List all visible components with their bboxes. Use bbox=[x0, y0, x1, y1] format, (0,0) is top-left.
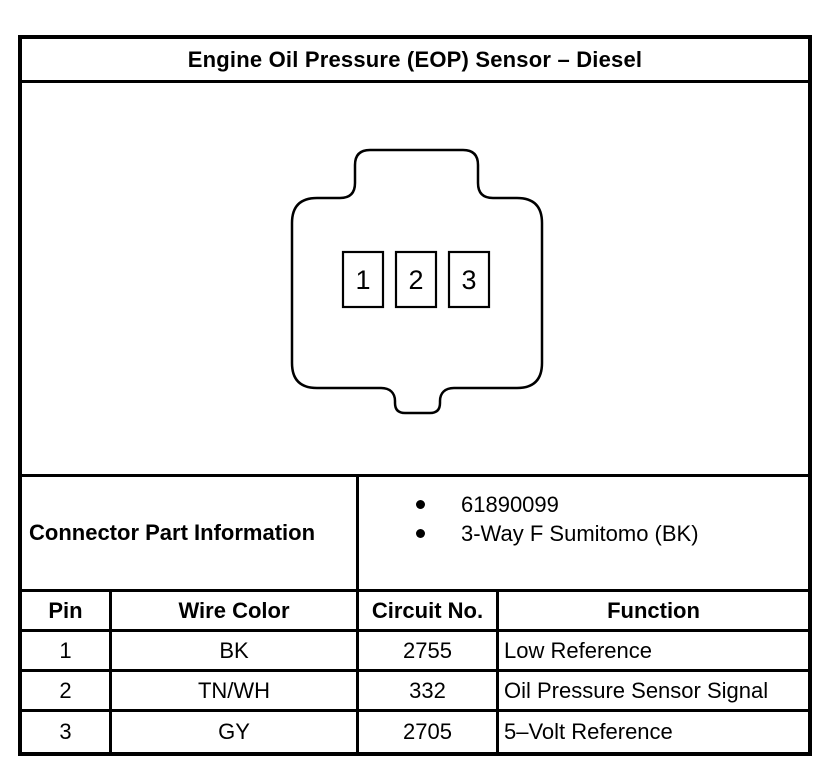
connector-type: 3-Way F Sumitomo (BK) bbox=[461, 520, 699, 546]
connector-face-diagram: 1 2 3 bbox=[22, 83, 808, 477]
bullet-icon bbox=[416, 500, 425, 509]
part-info-list: 61890099 3-Way F Sumitomo (BK) bbox=[359, 477, 808, 589]
connector-outline-svg: 1 2 3 bbox=[290, 148, 544, 415]
col-header-wire-color: Wire Color bbox=[112, 592, 359, 632]
pin-cavity-3 bbox=[447, 250, 491, 309]
function-cell: Low Reference bbox=[499, 632, 808, 672]
pin-number-2: 2 bbox=[408, 265, 423, 295]
col-header-circuit-no: Circuit No. bbox=[359, 592, 499, 632]
function-cell: Oil Pressure Sensor Signal bbox=[499, 672, 808, 712]
circuit-no-cell: 2755 bbox=[359, 632, 499, 672]
part-info-label: Connector Part Information bbox=[22, 477, 359, 589]
wire-color-cell: TN/WH bbox=[112, 672, 359, 712]
wire-color-cell: BK bbox=[112, 632, 359, 672]
part-info-item: 3-Way F Sumitomo (BK) bbox=[359, 519, 808, 548]
bullet-icon bbox=[416, 529, 425, 538]
wire-color-cell: GY bbox=[112, 712, 359, 752]
circuit-no-cell: 2705 bbox=[359, 712, 499, 752]
pin-cavity-1 bbox=[341, 250, 385, 309]
circuit-no-cell: 332 bbox=[359, 672, 499, 712]
figure-title: Engine Oil Pressure (EOP) Sensor – Diese… bbox=[22, 39, 808, 83]
pin-cavity-2 bbox=[394, 250, 438, 309]
pin-number-1: 1 bbox=[355, 265, 370, 295]
connector-figure: Engine Oil Pressure (EOP) Sensor – Diese… bbox=[18, 35, 812, 756]
function-cell: 5–Volt Reference bbox=[504, 719, 673, 744]
pin-cell: 3 bbox=[22, 712, 112, 752]
pin-table: Pin Wire Color Circuit No. Function 1 BK… bbox=[22, 592, 808, 752]
part-number: 61890099 bbox=[461, 491, 559, 517]
pin-cell: 2 bbox=[22, 672, 112, 712]
col-header-pin: Pin bbox=[22, 592, 112, 632]
part-info-section: Connector Part Information 61890099 3-Wa… bbox=[22, 477, 808, 592]
part-info-item: 61890099 bbox=[359, 490, 808, 519]
pin-number-3: 3 bbox=[461, 265, 476, 295]
col-header-function: Function bbox=[499, 592, 808, 632]
pin-cell: 1 bbox=[22, 632, 112, 672]
